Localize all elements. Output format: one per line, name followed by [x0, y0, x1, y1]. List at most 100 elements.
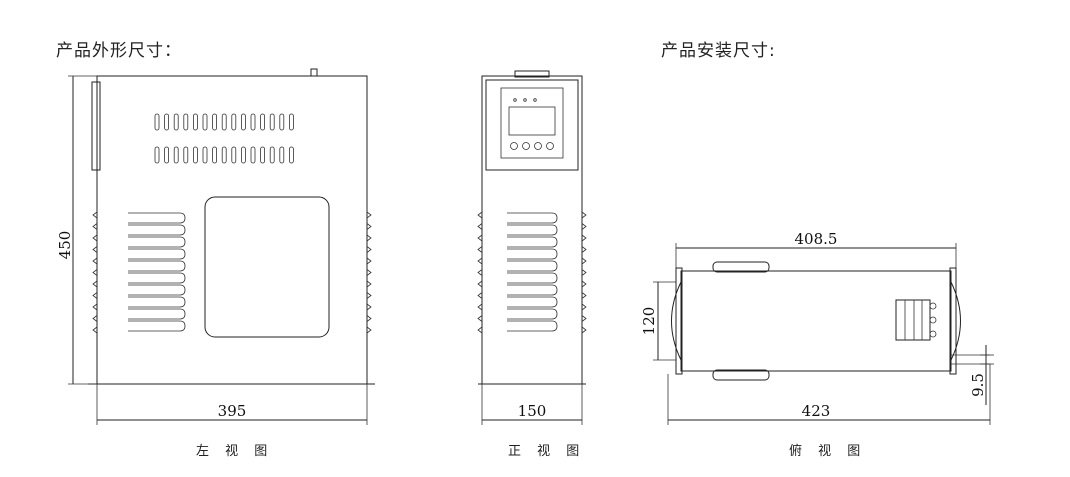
louver: [507, 284, 558, 296]
louver: [128, 260, 186, 272]
top-view-left-cap: [671, 281, 682, 361]
side-fin: [366, 280, 372, 288]
top-width-dim: 423: [802, 402, 831, 420]
side-fin: [366, 292, 372, 299]
vent-slot: [192, 146, 198, 164]
louver: [507, 272, 558, 284]
louver: [128, 272, 186, 284]
vent-slot: [240, 113, 246, 131]
louver: [507, 212, 558, 224]
side-fin: [92, 211, 98, 219]
left-width-dim: 395: [218, 402, 247, 420]
side-fin: [477, 292, 483, 299]
louver: [128, 320, 186, 332]
front-view: 150: [477, 70, 587, 425]
left-view-slot-rows: [154, 113, 294, 164]
controller-buttons: [510, 142, 554, 150]
controller-indicators: [513, 98, 537, 102]
side-fin: [477, 223, 483, 230]
left-view-side-fins: [92, 211, 372, 334]
side-fin: [92, 315, 98, 322]
left-view-bracket: [91, 81, 101, 171]
vent-slot: [154, 113, 160, 131]
vent-slot: [231, 113, 237, 131]
side-fin: [92, 326, 98, 334]
side-fin: [581, 292, 587, 299]
side-fin: [366, 326, 372, 334]
louver: [507, 308, 558, 320]
side-fin: [581, 223, 587, 230]
left-height-dim: 450: [56, 231, 74, 260]
side-fin: [581, 211, 587, 219]
side-fin: [92, 246, 98, 253]
side-fin: [92, 257, 98, 265]
top-length-dim: 408.5: [795, 230, 838, 248]
top-view: 408.5 120 423 9.5: [640, 230, 994, 425]
left-view-caption: 左 视 图: [196, 444, 274, 459]
vent-slot: [192, 113, 198, 131]
side-fin: [366, 211, 372, 219]
side-fin: [477, 257, 483, 265]
louver: [128, 212, 186, 224]
top-view-right-cap: [950, 281, 961, 361]
louver: [128, 248, 186, 260]
front-view-top-cap: [514, 70, 550, 78]
vent-slot: [279, 146, 285, 164]
vent-slot: [173, 113, 179, 131]
side-fin: [581, 257, 587, 265]
side-fin: [477, 303, 483, 311]
side-fin: [92, 234, 98, 242]
vent-slot: [202, 146, 208, 164]
vent-slot: [202, 113, 208, 131]
vent-slot: [250, 113, 256, 131]
controller-panel: [485, 79, 579, 171]
side-fin: [477, 326, 483, 334]
terminal-screw: [929, 302, 937, 310]
product-dimensions-heading: 产品外形尺寸：: [56, 41, 182, 61]
vent-slot: [231, 146, 237, 164]
side-fin: [366, 315, 372, 322]
louver: [507, 320, 558, 332]
vent-slot: [260, 146, 266, 164]
side-fin: [581, 234, 587, 242]
louver: [128, 284, 186, 296]
side-fin: [581, 326, 587, 334]
side-fin: [366, 269, 372, 276]
side-fin: [366, 257, 372, 265]
side-fin: [92, 303, 98, 311]
terminal-block: [895, 299, 931, 341]
vent-slot: [221, 146, 227, 164]
left-view: 450 395: [56, 68, 375, 425]
left-view-window: [204, 196, 330, 338]
installation-dimensions-heading: 产品安装尺寸:: [661, 41, 776, 61]
vent-slot: [183, 146, 189, 164]
louver: [128, 236, 186, 248]
left-view-screw: [310, 68, 318, 77]
top-view-handle-bottom: [712, 369, 770, 381]
front-view-body: [481, 75, 583, 385]
side-fin: [366, 303, 372, 311]
louver: [507, 248, 558, 260]
terminal-screw: [929, 330, 937, 338]
louver: [507, 260, 558, 272]
side-fin: [366, 234, 372, 242]
terminal-screw: [929, 316, 937, 324]
vent-slot: [288, 146, 294, 164]
vent-slot: [221, 113, 227, 131]
vent-slot: [269, 146, 275, 164]
side-fin: [477, 269, 483, 276]
side-fin: [581, 303, 587, 311]
louver: [128, 296, 186, 308]
vent-slot: [212, 146, 218, 164]
side-fin: [92, 269, 98, 276]
vent-slot: [288, 113, 294, 131]
vent-slot: [164, 113, 170, 131]
louver: [507, 236, 558, 248]
side-fin: [477, 211, 483, 219]
vent-slot: [173, 146, 179, 164]
side-fin: [477, 315, 483, 322]
front-view-louvers: [507, 212, 558, 332]
vent-slot: [269, 113, 275, 131]
top-view-caption: 俯 视 图: [789, 444, 867, 459]
